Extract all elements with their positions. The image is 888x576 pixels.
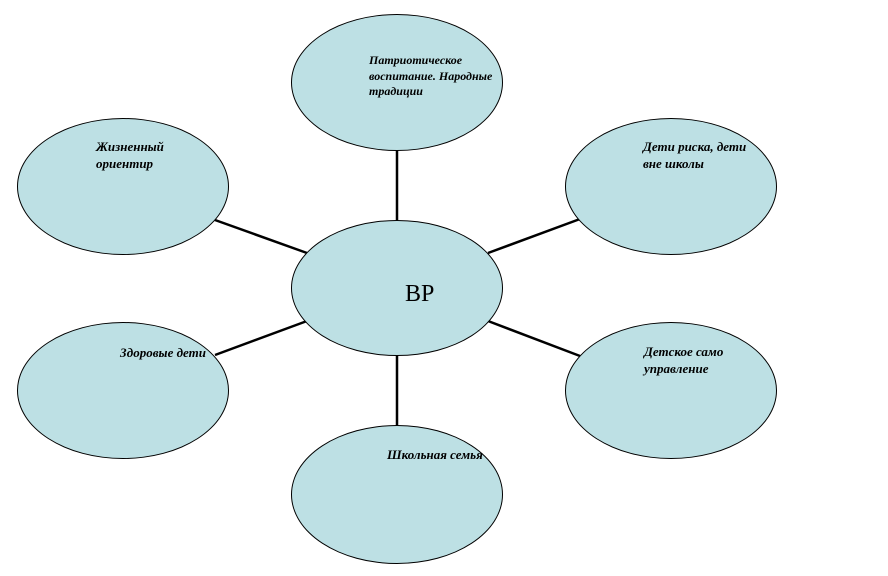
- center-label: ВР: [405, 281, 435, 307]
- connector-top-right: [487, 217, 581, 255]
- connector-bottom-left: [214, 319, 308, 357]
- connector-bottom-right: [487, 319, 581, 358]
- center-node: [291, 220, 503, 356]
- node-bottom-right-label: Детское само управление: [644, 344, 724, 376]
- node-bottom-left-label: Здоровые дети: [120, 345, 206, 360]
- node-top-right-label: Дети риска, дети вне школы: [643, 139, 747, 171]
- node-bottom-left: [17, 322, 229, 459]
- node-top-label: Патриотическое воспитание. Народные трад…: [369, 53, 493, 99]
- node-bottom: [291, 425, 503, 564]
- node-top: [291, 14, 503, 151]
- node-top-left-label: Жизненный ориентир: [96, 139, 164, 171]
- connector-top-left: [214, 218, 308, 255]
- node-top-right: [565, 118, 777, 255]
- node-top-left: [17, 118, 229, 255]
- node-bottom-right: [565, 322, 777, 459]
- node-bottom-label: Школьная семья: [387, 447, 483, 462]
